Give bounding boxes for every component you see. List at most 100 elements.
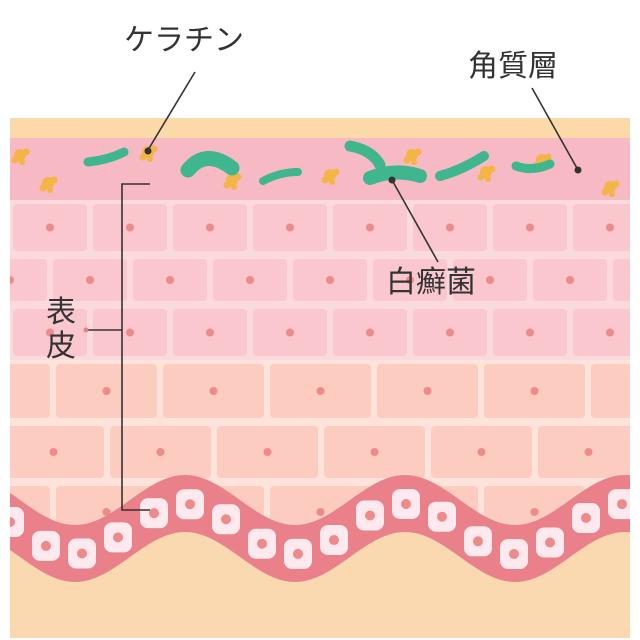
stratum-corneum-label: 角質層 [468, 49, 558, 84]
fungus-strand [180, 151, 240, 178]
basal-cell-nucleus [41, 540, 51, 551]
cell-nucleus [286, 223, 294, 232]
basal-cell-nucleus [113, 532, 123, 543]
basal-cell-nucleus [365, 510, 375, 521]
cell-nucleus [126, 328, 134, 337]
keratin-pointer-dot [144, 147, 152, 155]
basal-cell-nucleus [257, 538, 267, 549]
epidermal-cell [10, 364, 50, 418]
cell-nucleus [530, 508, 539, 516]
basal-cell-nucleus [437, 511, 447, 522]
cell-nucleus [0, 508, 4, 516]
keratin-leader-line [147, 71, 196, 151]
basal-cell-nucleus [329, 535, 339, 546]
cell-nucleus [286, 328, 294, 337]
cell-nucleus [526, 223, 534, 232]
cell-nucleus [166, 276, 174, 284]
cell-nucleus [246, 276, 254, 284]
cell-nucleus [316, 508, 325, 516]
cell-nucleus [46, 328, 54, 337]
cell-nucleus [423, 387, 432, 395]
epidermal-cell [538, 426, 630, 478]
basal-cell-nucleus [581, 512, 591, 523]
epidermis-pointer-dot [83, 327, 89, 333]
stratum-corneum-leader-line [531, 87, 579, 171]
cell-nucleus [49, 448, 58, 456]
fungus-label: 白癬菌 [386, 265, 476, 300]
cell-nucleus [446, 328, 454, 337]
cell-nucleus [10, 276, 14, 284]
epidermal-cell [613, 259, 630, 301]
basal-cell [10, 506, 24, 537]
basal-cell-nucleus [293, 548, 303, 559]
fungus-strand [344, 140, 386, 171]
keratin-particle [39, 176, 58, 193]
basal-cell-nucleus [617, 499, 627, 510]
basal-cell-nucleus [221, 514, 231, 525]
cell-nucleus [46, 223, 54, 232]
cell-nucleus [446, 223, 454, 232]
basal-cell-nucleus [10, 516, 15, 527]
epidermal-cell [10, 259, 47, 301]
fungus-strand [259, 168, 302, 185]
cell-nucleus [86, 276, 94, 284]
stratum-corneum-contents [11, 140, 620, 197]
keratin-particle [477, 165, 496, 182]
keratin-particle [321, 168, 340, 185]
cell-nucleus [606, 328, 614, 337]
epidermal-cell [0, 309, 7, 356]
cell-nucleus [526, 328, 534, 337]
dermis [10, 530, 630, 638]
epidermis-label: 表皮 [46, 295, 76, 364]
basal-cell-nucleus [473, 536, 483, 547]
epidermal-cell [573, 309, 630, 356]
basal-cell-nucleus [509, 548, 519, 559]
cell-nucleus [366, 223, 374, 232]
keratin-particle [601, 180, 620, 197]
keratin-particle [11, 148, 30, 165]
fungus-strand [511, 159, 555, 174]
cell-nucleus [0, 387, 4, 395]
keratin-particle [223, 173, 242, 190]
fungus-leader-line [391, 179, 439, 263]
keratin-label: ケラチン [124, 23, 244, 58]
cell-nucleus [606, 223, 614, 232]
epidermis-cell-layers [0, 200, 630, 542]
fungus-strand [363, 165, 427, 185]
basal-cells [10, 489, 630, 569]
fungus-strand [435, 151, 489, 181]
basal-cell-nucleus [185, 499, 195, 510]
basal-cell-nucleus [77, 548, 87, 559]
keratin-particle [403, 148, 422, 165]
cell-nucleus [530, 387, 539, 395]
basal-cell-nucleus [149, 508, 159, 519]
cell-nucleus [263, 448, 272, 456]
fungus-pointer-dot [388, 176, 396, 184]
cell-nucleus [156, 448, 165, 456]
cell-nucleus [486, 276, 494, 284]
epidermis-bracket [121, 183, 150, 511]
epidermal-cell [591, 364, 630, 418]
cell-nucleus [406, 276, 414, 284]
cell-nucleus [209, 387, 218, 395]
cell-nucleus [584, 448, 593, 456]
epidermal-cell [0, 204, 7, 251]
cell-nucleus [126, 223, 134, 232]
cell-nucleus [477, 448, 486, 456]
stratum-corneum-pointer-dot [574, 166, 582, 174]
cell-nucleus [206, 223, 214, 232]
cell-nucleus [102, 387, 111, 395]
cell-nucleus [326, 276, 334, 284]
cell-nucleus [366, 328, 374, 337]
basal-cell-nucleus [401, 499, 411, 510]
cream-top-layer [10, 118, 630, 138]
cell-nucleus [102, 508, 111, 516]
basal-cell-nucleus [545, 537, 555, 548]
fungus-strand [83, 147, 129, 167]
cell-nucleus [370, 448, 379, 456]
cell-nucleus [206, 328, 214, 337]
cell-nucleus [566, 276, 574, 284]
epidermal-cell [573, 204, 630, 251]
